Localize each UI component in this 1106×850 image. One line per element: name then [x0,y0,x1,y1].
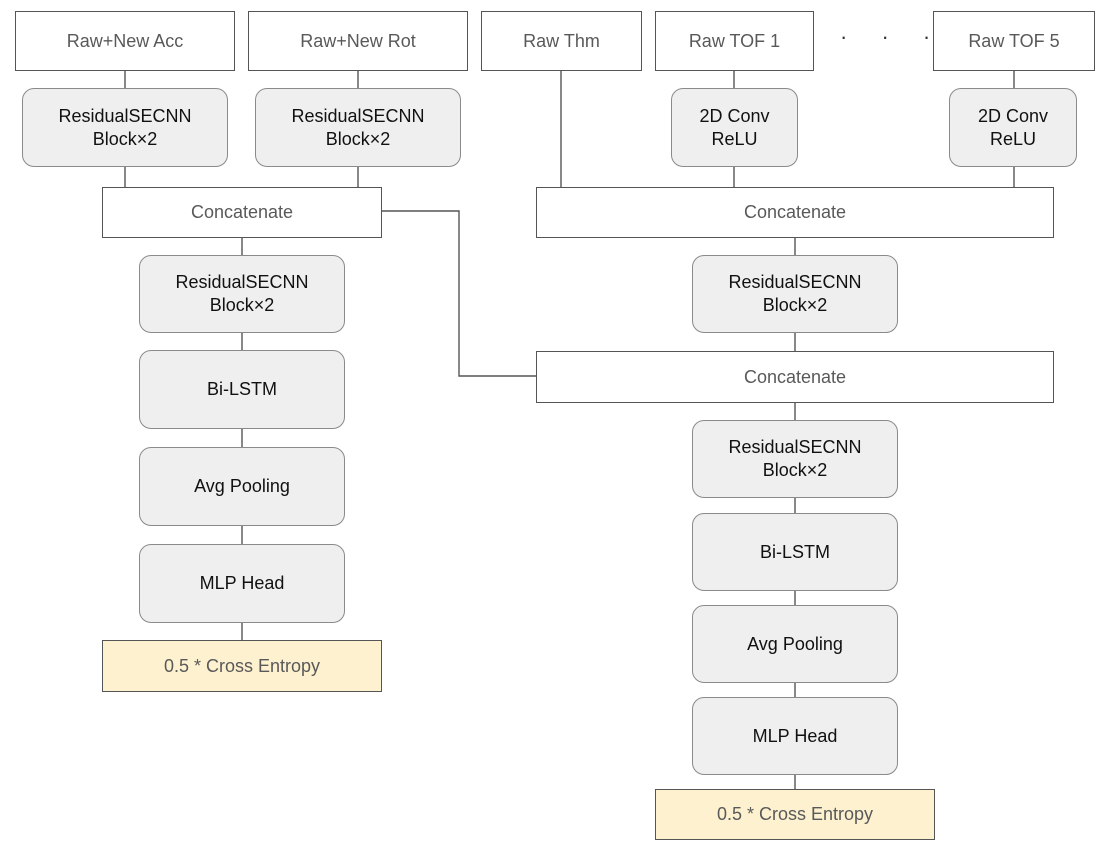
left-avg-pooling: Avg Pooling [139,447,345,526]
input-rot: Raw+New Rot [248,11,468,71]
right-loss: 0.5 * Cross Entropy [655,789,935,840]
input-acc: Raw+New Acc [15,11,235,71]
ellipsis: · · · [840,24,945,49]
cross-connector [381,210,537,377]
right-residual-block-bottom: ResidualSECNN Block×2 [692,420,898,498]
left-mlp-head: MLP Head [139,544,345,623]
rot-residual-block: ResidualSECNN Block×2 [255,88,461,167]
right-concatenate-middle: Concatenate [536,351,1054,403]
right-mlp-head: MLP Head [692,697,898,775]
left-loss: 0.5 * Cross Entropy [102,640,382,692]
tof5-conv-block: 2D Conv ReLU [949,88,1077,167]
left-concatenate: Concatenate [102,187,382,238]
left-bilstm: Bi-LSTM [139,350,345,429]
input-thm: Raw Thm [481,11,642,71]
right-bilstm: Bi-LSTM [692,513,898,591]
right-avg-pooling: Avg Pooling [692,605,898,683]
input-tof1: Raw TOF 1 [655,11,814,71]
tof1-conv-block: 2D Conv ReLU [671,88,798,167]
left-residual-block: ResidualSECNN Block×2 [139,255,345,333]
input-tof5: Raw TOF 5 [933,11,1095,71]
right-concatenate-top: Concatenate [536,187,1054,238]
acc-residual-block: ResidualSECNN Block×2 [22,88,228,167]
right-residual-block-top: ResidualSECNN Block×2 [692,255,898,333]
